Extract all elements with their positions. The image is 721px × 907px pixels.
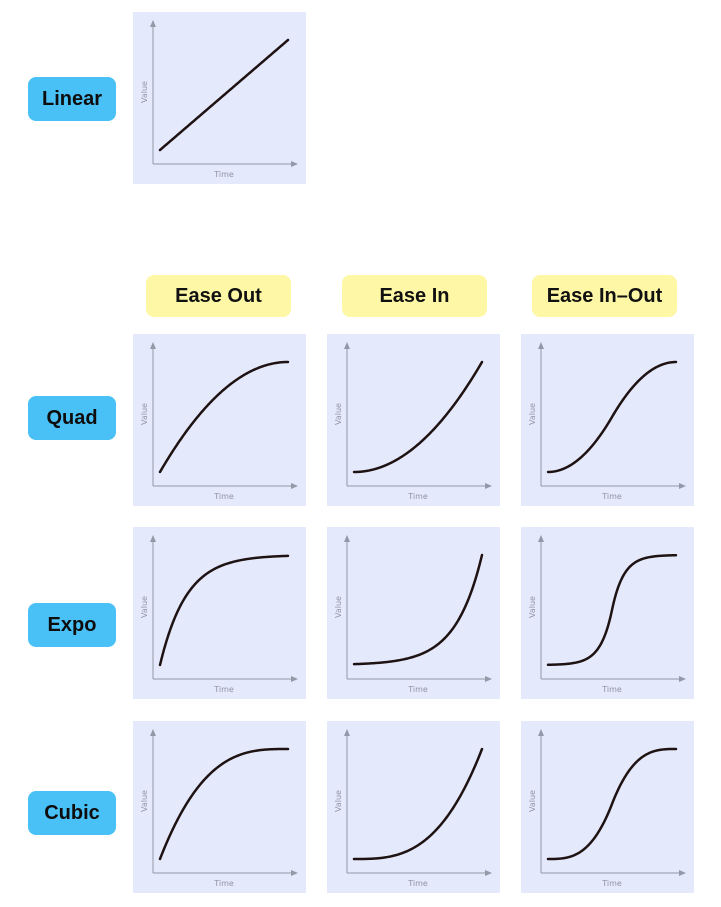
plot-quad-ease-in: Time Value (327, 334, 500, 506)
y-axis-arrowhead (538, 535, 544, 542)
x-axis-arrowhead (679, 870, 686, 876)
x-axis-arrowhead (485, 676, 492, 682)
row-label-cubic: Cubic (28, 791, 116, 835)
x-axis-label: Time (601, 685, 622, 694)
plot-expo-ease-in-out: Time Value (521, 527, 694, 699)
easing-graph: Time Value (140, 729, 298, 888)
y-axis-label: Value (140, 81, 149, 103)
easing-graph: Time Value (334, 535, 492, 694)
column-label-ease-in-out: Ease In–Out (532, 275, 677, 317)
easing-graph: Time Value (528, 535, 686, 694)
y-axis-label: Value (140, 403, 149, 425)
y-axis-arrowhead (344, 729, 350, 736)
easing-curve (546, 553, 678, 667)
x-axis-label: Time (407, 879, 428, 888)
plot-quad-ease-in-out: Time Value (521, 334, 694, 506)
y-axis-label: Value (528, 403, 537, 425)
easing-graph: Time Value (334, 342, 492, 501)
easing-graph: Time Value (140, 535, 298, 694)
x-axis-arrowhead (679, 676, 686, 682)
x-axis-label: Time (213, 170, 234, 179)
easing-curve (158, 747, 290, 861)
y-axis-arrowhead (344, 535, 350, 542)
plot-linear: Time Value (133, 12, 306, 184)
x-axis-arrowhead (485, 483, 492, 489)
y-axis-label: Value (528, 596, 537, 618)
easing-curve (546, 360, 678, 474)
y-axis-arrowhead (150, 20, 156, 27)
y-axis-label: Value (140, 596, 149, 618)
x-axis-arrowhead (291, 676, 298, 682)
easing-graph: Time Value (334, 729, 492, 888)
y-axis-arrowhead (150, 342, 156, 349)
y-axis-arrowhead (538, 342, 544, 349)
easing-curve (352, 360, 484, 474)
x-axis-label: Time (601, 879, 622, 888)
easing-curve (158, 38, 290, 152)
x-axis-arrowhead (485, 870, 492, 876)
x-axis-arrowhead (291, 161, 298, 167)
x-axis-label: Time (213, 492, 234, 501)
y-axis-label: Value (334, 790, 343, 812)
easing-graph: Time Value (140, 20, 298, 179)
plot-expo-ease-out: Time Value (133, 527, 306, 699)
x-axis-arrowhead (291, 483, 298, 489)
easing-curve (158, 360, 290, 474)
y-axis-arrowhead (344, 342, 350, 349)
easing-graph: Time Value (528, 729, 686, 888)
y-axis-label: Value (528, 790, 537, 812)
row-label-quad: Quad (28, 396, 116, 440)
column-label-ease-in: Ease In (342, 275, 487, 317)
x-axis-arrowhead (291, 870, 298, 876)
x-axis-label: Time (213, 879, 234, 888)
easing-curve (352, 747, 484, 861)
y-axis-arrowhead (150, 729, 156, 736)
y-axis-arrowhead (538, 729, 544, 736)
row-label-linear: Linear (28, 77, 116, 121)
plot-cubic-ease-in-out: Time Value (521, 721, 694, 893)
plot-cubic-ease-out: Time Value (133, 721, 306, 893)
row-label-expo: Expo (28, 603, 116, 647)
easing-curve (352, 553, 484, 666)
plot-cubic-ease-in: Time Value (327, 721, 500, 893)
x-axis-arrowhead (679, 483, 686, 489)
y-axis-label: Value (334, 403, 343, 425)
plot-expo-ease-in: Time Value (327, 527, 500, 699)
x-axis-label: Time (407, 492, 428, 501)
x-axis-label: Time (601, 492, 622, 501)
y-axis-arrowhead (150, 535, 156, 542)
easing-curve (546, 747, 678, 861)
plot-quad-ease-out: Time Value (133, 334, 306, 506)
easing-graph: Time Value (528, 342, 686, 501)
x-axis-label: Time (213, 685, 234, 694)
column-label-ease-out: Ease Out (146, 275, 291, 317)
easing-curve (158, 554, 290, 667)
y-axis-label: Value (140, 790, 149, 812)
easing-graph: Time Value (140, 342, 298, 501)
x-axis-label: Time (407, 685, 428, 694)
y-axis-label: Value (334, 596, 343, 618)
